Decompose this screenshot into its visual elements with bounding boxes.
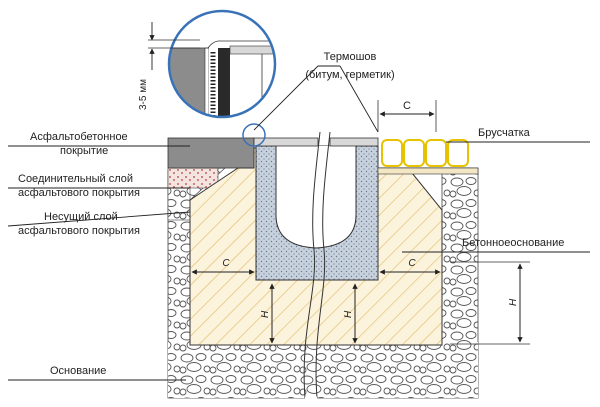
pipe-line-2 xyxy=(315,131,331,399)
h-mid-label: Н xyxy=(343,310,354,318)
c-top-label: С xyxy=(403,100,411,112)
joint-highlight-circle xyxy=(242,123,266,147)
bearing-layer-label-1: Несущий слой xyxy=(44,211,118,223)
grate-left xyxy=(253,137,319,147)
paving-stones xyxy=(380,138,470,169)
channel-inner xyxy=(275,146,357,249)
asphalt-surface-label-2: покрытие xyxy=(60,145,108,157)
binder-layer-label-2: асфальтового покрытия xyxy=(18,187,140,199)
binder-layer-label-1: Соединительный слой xyxy=(18,173,133,185)
bearing-leader xyxy=(7,211,191,227)
h-right-label: Н xyxy=(508,298,519,306)
gap-dimension-label: 3-5 мм xyxy=(138,79,149,110)
paving-stones-label: Брусчатка xyxy=(478,127,531,139)
h-right-dimension xyxy=(450,261,530,345)
gravel-bottom xyxy=(168,342,478,398)
binder-layer xyxy=(167,167,219,189)
gap-dimension xyxy=(148,22,200,70)
c-right-label: С xyxy=(408,258,416,269)
grate-right xyxy=(329,137,379,147)
c-left-label: С xyxy=(222,258,230,269)
thermal-joint-label-1: Термошов xyxy=(324,51,377,63)
thermal-joint-leaders xyxy=(253,65,379,133)
asphalt-surface-label-1: Асфальтобетонное xyxy=(30,131,128,143)
thermal-joint-label-2: (битум, герметик) xyxy=(305,69,394,81)
bearing-layer-label-2: асфальтового покрытия xyxy=(18,225,140,237)
asphalt-surface xyxy=(167,137,255,169)
base-label: Основание xyxy=(50,365,106,377)
concrete-base-label: Бетонноеоснование xyxy=(462,237,564,249)
pipe-line xyxy=(303,131,321,399)
paving-bedding xyxy=(377,167,479,175)
c-top-dimension xyxy=(377,100,437,132)
h-left-label: Н xyxy=(260,310,271,318)
zoom-detail xyxy=(167,9,277,119)
bearing-layer xyxy=(167,187,191,221)
